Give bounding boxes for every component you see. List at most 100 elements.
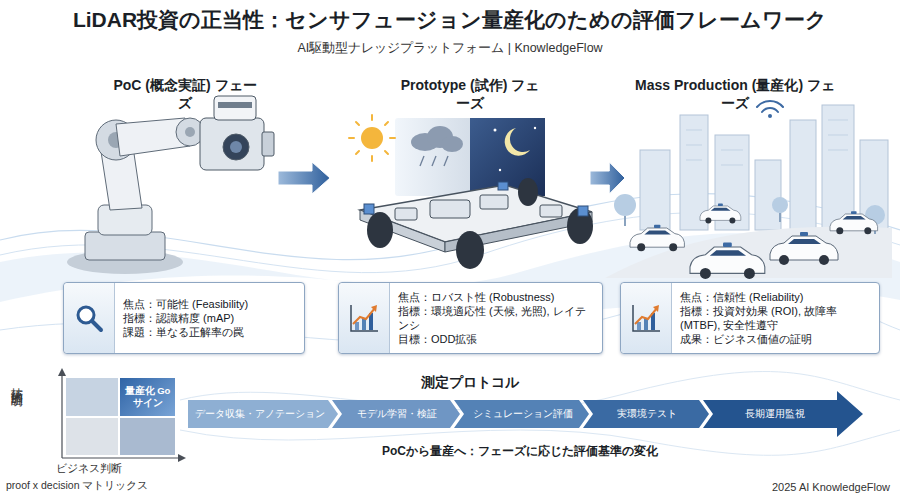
decor-g [420,156,448,166]
decor-rect [120,418,175,455]
phase-card: 焦点：信頼性 (Reliability)指標：投資対効果 (ROI), 故障率 … [620,282,880,354]
decor-use [630,225,684,251]
proof-decision-matrix [58,368,186,462]
phase-card: 焦点：ロバスト性 (Robustness)指標：環境適応性 (天候, 光照), … [338,282,603,354]
decor-line [444,156,448,166]
decor-line [686,145,702,146]
card-line: 成果：ビジネス価値の証明 [680,332,871,346]
decor-line [686,130,702,131]
card-line: 目標：ODD拡張 [398,332,594,346]
decor-rect [540,205,562,217]
decor-circle [230,141,242,153]
decor-circle [772,197,788,213]
decor-polyline [351,305,378,331]
card-body: 焦点：ロバスト性 (Robustness)指標：環境適応性 (天候, 光照), … [390,283,602,353]
decor-g [757,101,783,112]
go-quadrant: 量産化 Goサイン [120,378,175,416]
process-chevron: モデル学習・検証 [332,400,460,428]
decor-rect [218,102,252,108]
chevron-fill [188,400,338,428]
decor-line [371,115,373,120]
phase-region: PoC (概念実証) フェーズ [55,76,278,280]
axis-label: ビジネス判断 [56,461,186,476]
process-chevron: データ収集・アノテーション [188,400,338,428]
card-body: 焦点：信頼性 (Reliability)指標：投資対効果 (ROI), 故障率 … [672,283,879,353]
decor-line [432,156,436,166]
card-line: 課題：単なる正解率の罠 [123,325,296,339]
decor-g [640,105,888,230]
decor-line [686,160,702,161]
matrix-name: proof x decision マトリックス [6,479,226,493]
robot-arm-illustration [67,96,274,274]
chevron-fill [703,391,863,437]
decor-rect [480,195,508,209]
flow-arrow [278,162,330,194]
decor-use [830,211,878,234]
decor-line [721,150,743,151]
decor-circle [494,129,497,132]
decor-circle [534,127,536,129]
chevron-label: 長期運用監視 [715,400,835,428]
decor-rect [200,118,264,170]
decor-line [828,135,848,136]
chevron-label: データ収集・アノテーション [192,400,328,428]
decor-line [828,120,848,121]
decor-rect [395,208,417,220]
decor-line [385,151,388,154]
diagram-caption: PoCから量産へ：フェーズに応じた評価基準の変化 [290,443,750,460]
process-chevron: 実環境テスト [583,400,709,428]
decor-rect [66,378,118,416]
decor-line [356,151,359,154]
chevron-fill [583,400,709,428]
decor-polyline [635,308,657,324]
decor-ellipse [441,136,463,152]
phase-heading: Prototype (試作) フェーズ [395,76,545,112]
phase-region: Prototype (試作) フェーズ [330,76,590,280]
decor-path [762,108,778,112]
decor-line [61,374,62,458]
decor-rect [262,132,274,156]
card-icon [621,283,672,353]
decor-line [385,122,388,125]
decor-svg [348,302,380,334]
decor-line [721,165,743,166]
decor-rect [498,182,508,190]
decor-g [686,120,848,165]
card-line: 指標：認識精度 (mAP) [123,311,296,325]
decor-rect [85,232,165,260]
subtitle-text: AI駆動型ナレッジプラットフォーム | KnowledgeFlow [0,40,900,57]
decor-svg [73,302,105,334]
decor-circle [361,127,383,149]
card-line: 指標：環境適応性 (天候, 光照), レイテンシ [398,304,594,332]
decor-polygon [178,454,186,462]
prototype-chassis-illustration [349,115,593,269]
decor-path [757,101,783,107]
arrow-shape [590,162,625,194]
copyright-note: 2025 AI KnowledgeFlow [690,481,890,493]
decor-rect [822,105,854,230]
decor-polygon [58,368,66,376]
decor-line [371,156,373,161]
decor-circle [223,134,249,160]
decor-path [505,128,530,156]
card-icon [339,283,390,353]
card-line: 指標：投資対効果 (ROI), 故障率 (MTBF), 安全性遵守 [680,304,871,332]
decor-polyline [633,305,660,331]
chevron-label: モデル学習・検証 [344,400,450,428]
decor-rect [578,206,588,216]
decor-circle [768,114,772,118]
decor-line [420,156,424,166]
decor-use [770,232,838,265]
process-chevron: 長期運用監視 [703,400,863,428]
decor-rect [637,322,641,330]
decor-ellipse [518,178,538,206]
diagram-title: LiDAR投資の正当性：センサフュージョン量産化のための評価フレームワーク [0,6,900,34]
card-line: 焦点：信頼性 (Reliability) [680,290,871,304]
process-chevron: シミュレーション評価 [454,400,589,428]
decor-rect [355,322,359,330]
city-illustration [605,101,892,279]
decor-line [828,150,848,151]
decor-rect [66,418,118,455]
decor-polygon [371,305,377,312]
phase-card: 焦点：可能性 (Feasibility)指標：認識精度 (mAP)課題：単なる正… [63,282,305,354]
